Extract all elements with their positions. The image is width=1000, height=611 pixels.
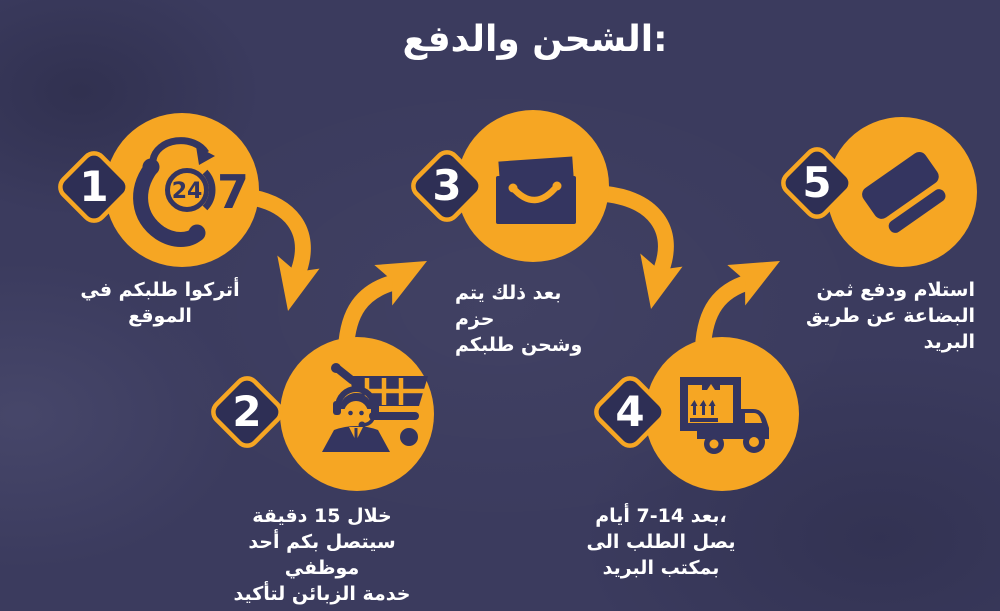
- support-agent-cart-icon: [322, 363, 428, 452]
- step1-number: 1: [79, 162, 109, 211]
- step4-badge: [594, 376, 666, 448]
- delivery-truck-icon: [680, 377, 769, 454]
- step2-number: 2: [232, 387, 262, 436]
- phone-24-label: 24: [172, 179, 203, 204]
- step5-badge: [781, 147, 853, 219]
- arrow-step2-to-step3-icon: [338, 261, 427, 356]
- arrow-step3-to-step4-icon: [598, 186, 683, 309]
- step1-badge: [58, 151, 130, 223]
- shopping-bag-icon: [496, 156, 576, 224]
- step5-number: 5: [802, 158, 832, 207]
- step2-caption: خلال 15 دقيقة سيتصل بكم أحد موظفي خدمة ا…: [233, 505, 411, 611]
- step2-badge: [211, 376, 283, 448]
- step-badges: [58, 147, 853, 448]
- step5-caption: استلام ودفع ثمن البضاعة عن طريق البريد: [805, 279, 975, 353]
- credit-card-icon: [862, 152, 946, 233]
- page-title: :الشحن والدفع: [402, 19, 668, 60]
- step1-caption: أتركوا طلبكم في الموقع: [80, 279, 240, 327]
- step4-number: 4: [615, 387, 645, 436]
- step3-badge: [411, 150, 483, 222]
- phone-24-7-icon: 24 7: [133, 137, 249, 247]
- arrow-step4-to-step5-icon: [695, 261, 780, 355]
- phone-7-label: 7: [217, 165, 249, 219]
- step4-caption: ،بعد 14-7 أيام يصل الطلب الى بمكتب البري…: [586, 505, 736, 579]
- step4-circle: [645, 337, 799, 491]
- step3-caption: بعد ذلك يتم حزم وشحن طلبكم: [455, 282, 583, 356]
- step3-number: 3: [432, 161, 462, 210]
